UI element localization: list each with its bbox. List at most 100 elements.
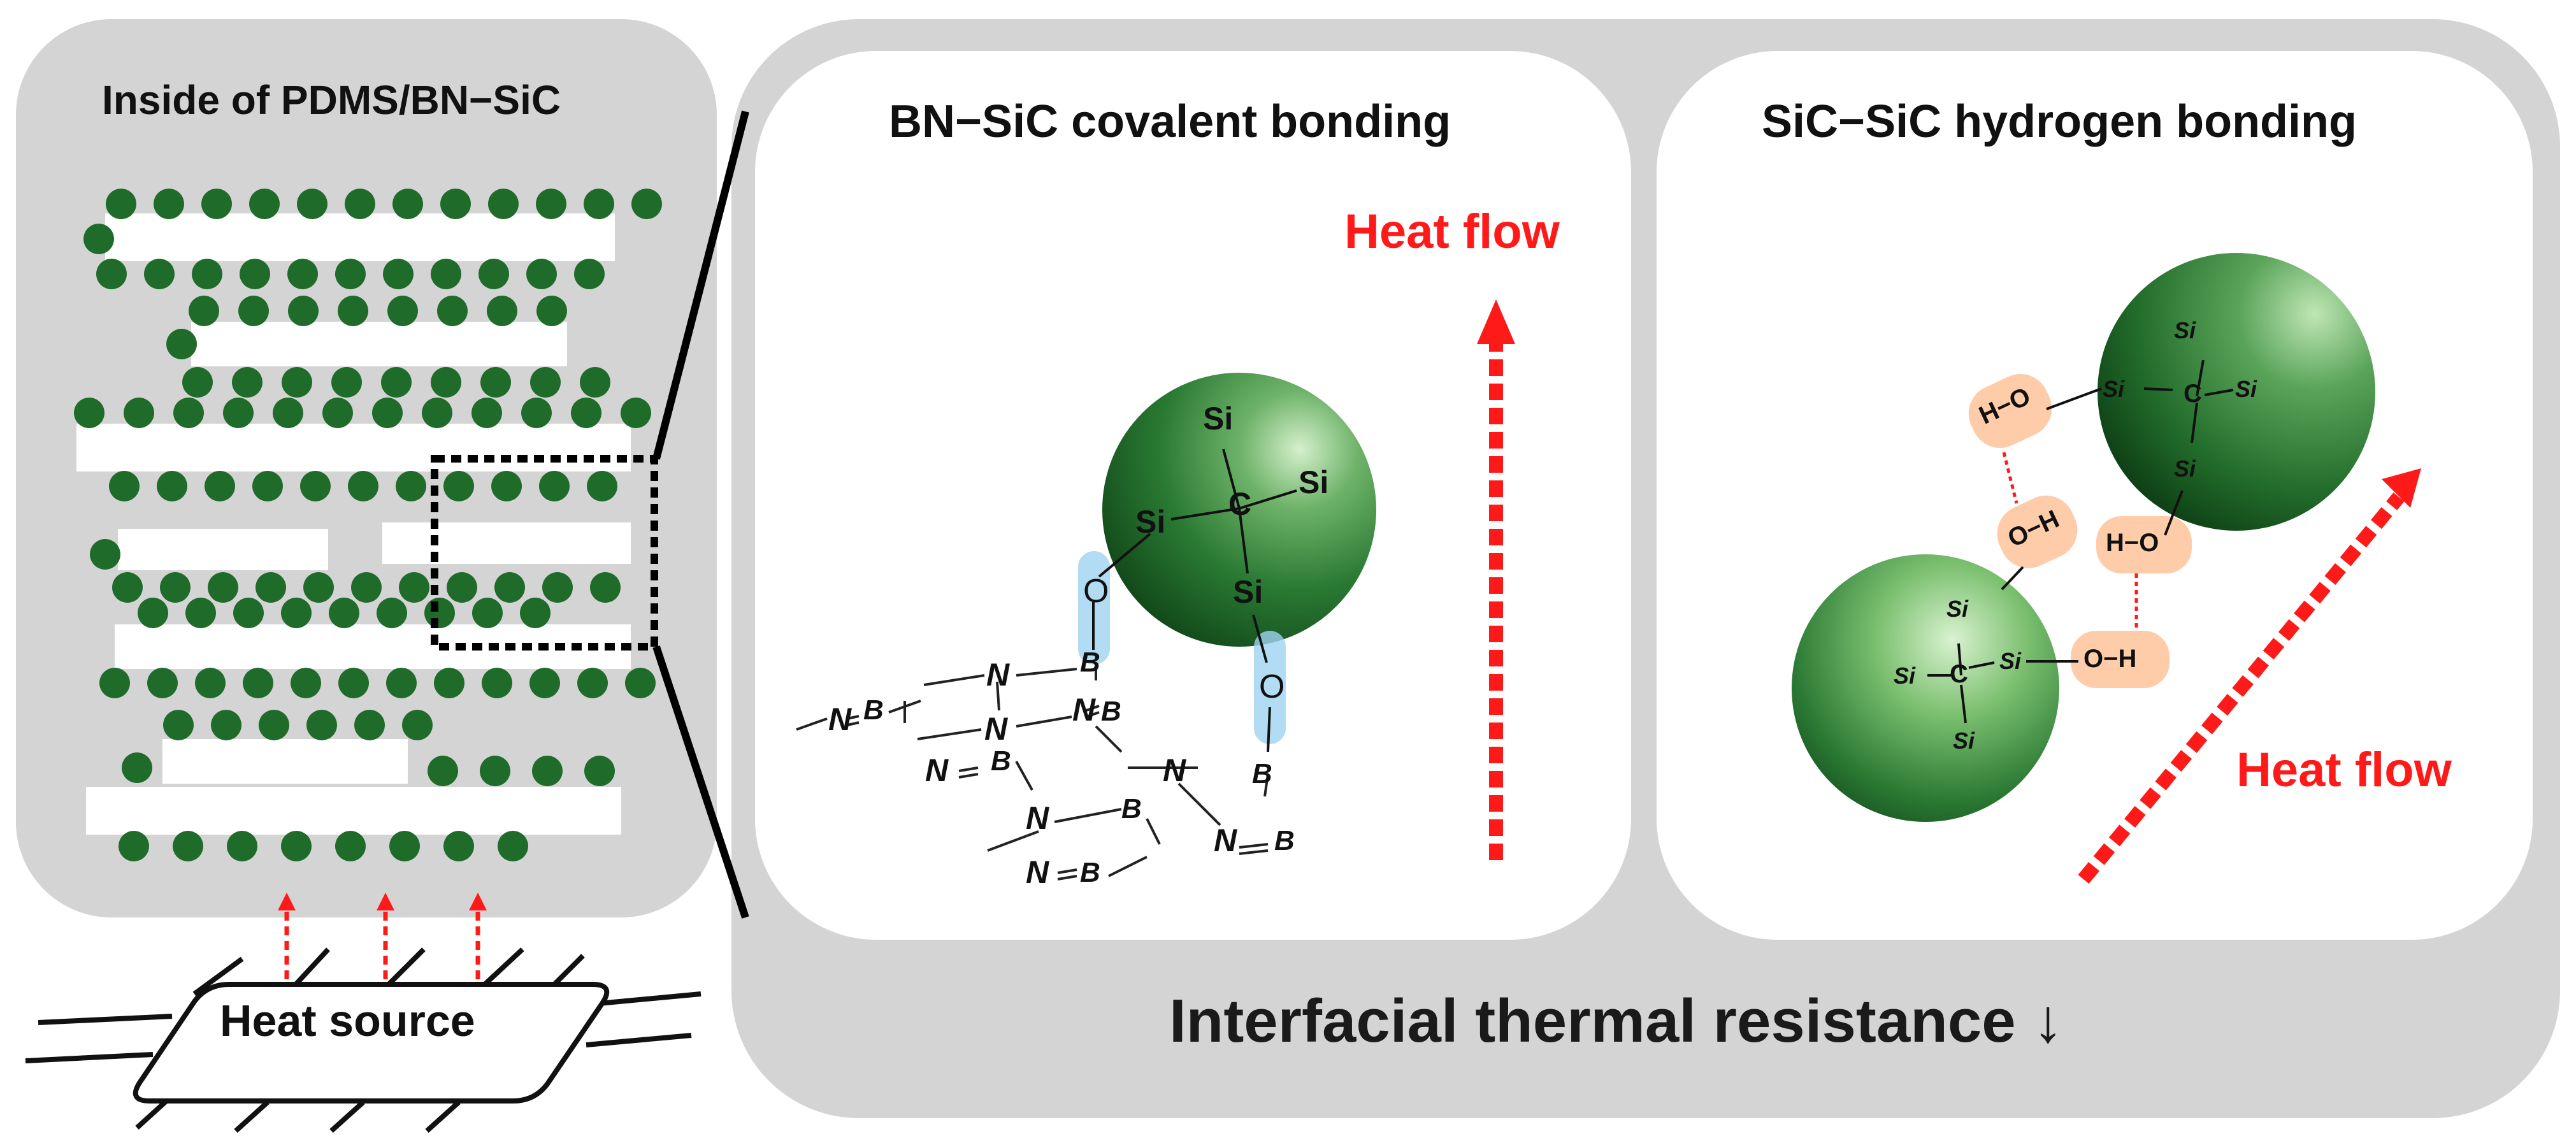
sic-filler-dot xyxy=(422,398,452,428)
sic-filler-dot xyxy=(571,398,601,428)
heat-source-label: Heat source xyxy=(220,996,475,1046)
sic-filler-dot xyxy=(227,831,257,861)
sic-filler-dot xyxy=(487,296,517,326)
sic-filler-dot xyxy=(386,668,417,698)
atom-c: C xyxy=(1228,486,1252,522)
sic-filler-dot xyxy=(431,259,461,289)
sic-particle-upper xyxy=(2097,253,2375,531)
sic-filler-dot xyxy=(590,572,621,603)
sic-filler-dot xyxy=(124,398,154,428)
atom-c: C xyxy=(1950,660,1968,688)
bn-atom: N xyxy=(1026,800,1049,836)
sic-filler-dot xyxy=(90,539,120,570)
sic-filler-dot xyxy=(182,367,213,398)
sic-filler-dot xyxy=(396,471,426,501)
zoom-line-top xyxy=(652,110,749,460)
bn-atom: N xyxy=(1214,823,1237,858)
sic-filler-dot xyxy=(119,831,149,861)
sic-filler-dot xyxy=(625,668,656,698)
sic-filler-dot xyxy=(587,471,617,501)
atom-si: Si xyxy=(1999,648,2022,674)
sic-filler-dot xyxy=(372,398,403,428)
sic-filler-dot xyxy=(243,668,273,698)
covalent-panel-title: BN−SiC covalent bonding xyxy=(889,96,1451,147)
hydroxyl-group: O−H xyxy=(2083,645,2137,673)
sic-filler-dot xyxy=(306,710,337,740)
sic-filler-dot xyxy=(240,259,270,289)
sic-filler-dot xyxy=(335,831,366,861)
sic-filler-dot xyxy=(428,756,458,786)
sic-filler-dot xyxy=(437,296,468,326)
sic-filler-dot xyxy=(431,367,461,398)
bn-atom: B xyxy=(1121,793,1142,824)
left-panel-title: Inside of PDMS/BN−SiC xyxy=(102,77,561,123)
sic-filler-dot xyxy=(472,598,503,628)
heat-flow-arrow-vertical xyxy=(1477,299,1515,860)
sic-filler-dot xyxy=(112,572,143,603)
sic-filler-dots xyxy=(74,189,662,861)
heat-source-arrows xyxy=(278,893,487,994)
sic-filler-dot xyxy=(542,572,573,603)
atom-o-right: O xyxy=(1259,668,1285,705)
sic-filler-dot xyxy=(491,471,522,501)
sic-filler-dot xyxy=(498,831,528,861)
sic-filler-dot xyxy=(584,756,615,786)
sic-filler-dot xyxy=(482,668,512,698)
atom-si: Si xyxy=(2103,376,2125,402)
sic-filler-dot xyxy=(223,398,254,428)
sic-filler-dot xyxy=(424,598,455,628)
sic-filler-dot xyxy=(106,189,136,219)
sic-filler-dot xyxy=(173,831,203,861)
sic-filler-dot xyxy=(232,367,263,398)
sic-filler-dot xyxy=(392,189,423,219)
sic-filler-dot xyxy=(99,668,130,698)
sic-filler-dot xyxy=(329,598,359,628)
sic-filler-dot xyxy=(173,398,204,428)
sic-filler-dot xyxy=(621,398,651,428)
footer-caption: Interfacial thermal resistance ↓ xyxy=(1169,987,2064,1055)
sic-filler-dot xyxy=(322,398,353,428)
hydrogen-panel-bonds xyxy=(1927,359,2234,724)
sic-filler-dot xyxy=(303,572,334,603)
bn-atom: B xyxy=(863,694,884,726)
sic-filler-dot xyxy=(160,572,191,603)
sic-filler-dot xyxy=(291,668,321,698)
sic-filler-dot xyxy=(205,471,235,501)
bn-atom: N xyxy=(828,701,852,737)
bn-atom: N xyxy=(984,711,1008,747)
sic-filler-dot xyxy=(521,398,552,428)
sic-filler-dot xyxy=(584,189,614,219)
hydrogen-panel-title: SiC−SiC hydrogen bonding xyxy=(1762,96,2357,147)
sic-filler-dot xyxy=(281,598,312,628)
bn-lattice-bonds xyxy=(796,666,1269,881)
sic-filler-dot xyxy=(387,296,418,326)
sic-filler-dot xyxy=(479,259,509,289)
sic-filler-dot xyxy=(520,598,550,628)
sic-filler-dot xyxy=(281,831,312,861)
sic-filler-dot xyxy=(249,189,280,219)
sic-filler-dot xyxy=(192,259,222,289)
sic-filler-dot xyxy=(83,224,114,254)
sic-filler-dot xyxy=(288,296,319,326)
sic-filler-dot xyxy=(166,329,197,359)
sic-filler-dot xyxy=(273,398,303,428)
heat-flow-label-covalent: Heat flow xyxy=(1344,205,1560,259)
zoom-line-bottom xyxy=(652,645,749,919)
sic-filler-dot xyxy=(494,572,525,603)
sic-filler-dot xyxy=(338,296,368,326)
sic-filler-dot xyxy=(536,296,567,326)
sic-filler-dot xyxy=(154,189,184,219)
bn-atom: B xyxy=(1252,758,1272,789)
bn-atom: B xyxy=(1080,857,1100,888)
sic-filler-dot xyxy=(402,710,433,740)
sic-filler-dot xyxy=(529,668,560,698)
sic-filler-dot xyxy=(74,398,104,428)
bn-atom: N xyxy=(925,752,949,788)
sic-filler-dot xyxy=(580,367,610,398)
bn-atom: B xyxy=(1274,825,1295,856)
sic-filler-dot xyxy=(255,572,286,603)
sic-filler-dot xyxy=(201,189,232,219)
sic-filler-dot xyxy=(259,710,289,740)
sic-filler-dot xyxy=(147,668,178,698)
